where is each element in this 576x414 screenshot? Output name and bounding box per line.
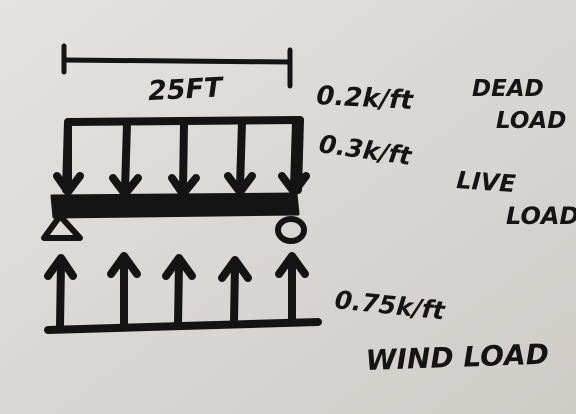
wind-load-name: WIND LOAD [365, 338, 549, 377]
downward-arrow-1 [53, 120, 84, 196]
downward-arrow-4 [224, 118, 256, 196]
beam [50, 192, 300, 219]
dead-load-name-line2: LOAD [496, 108, 566, 134]
roller-support-circle [275, 216, 307, 244]
upward-arrow-4 [218, 256, 252, 326]
dead-load-name-line1: DEAD [472, 76, 544, 102]
span-dimension [61, 43, 293, 89]
upward-arrow-5 [275, 252, 309, 326]
dead-load-value: 0.2k/ft [316, 81, 416, 116]
wind-load-baseline [44, 318, 322, 334]
live-load-name-line1: LIVE [456, 166, 518, 198]
live-load-name-line2: LOAD [506, 202, 576, 230]
upward-arrow-2 [107, 252, 141, 328]
pin-support-triangle [41, 213, 83, 241]
downward-arrow-5 [278, 118, 310, 196]
upward-arrow-3 [162, 254, 196, 328]
span-label: 25FT [147, 72, 226, 107]
upward-arrow-1 [44, 254, 77, 330]
